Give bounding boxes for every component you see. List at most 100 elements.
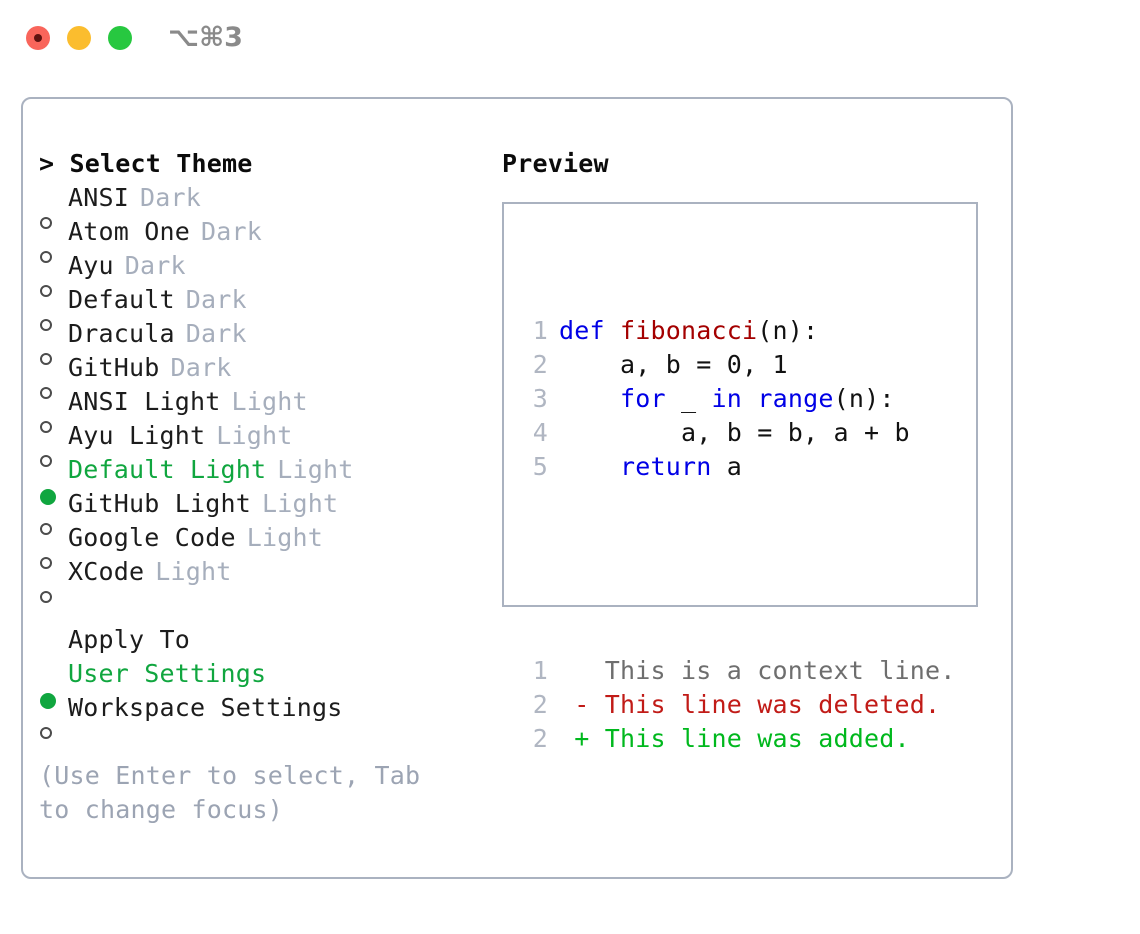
theme-name: ANSI	[68, 183, 130, 212]
syntax-keyword: return	[620, 452, 712, 481]
keyboard-hint: (Use Enter to select, Tab to change focu…	[39, 761, 421, 824]
theme-variant-badge: Light	[216, 421, 293, 450]
maximize-button[interactable]	[108, 26, 132, 50]
diff-text-deleted: - This line was deleted.	[559, 690, 941, 719]
radio-glyph	[40, 727, 52, 739]
diff-line: 2 + This line was added.	[518, 722, 956, 756]
syntax-plain: a, b = b, a + b	[559, 418, 910, 447]
theme-list-item[interactable]: GitHub Light Light	[39, 487, 499, 535]
code-text: def fibonacci(n):	[559, 314, 818, 348]
minimize-button[interactable]	[67, 26, 91, 50]
theme-variant-badge: Light	[262, 489, 339, 518]
code-text: a, b = 0, 1	[559, 348, 788, 382]
traffic-light-buttons	[26, 26, 132, 50]
apply-to-option[interactable]: Workspace Settings	[39, 691, 499, 739]
theme-name: Default	[68, 285, 175, 314]
radio-glyph	[40, 591, 52, 603]
theme-variant-badge: Light	[155, 557, 232, 586]
shortcut-label: ⌥⌘3	[168, 22, 243, 53]
code-line: 5 return a	[518, 450, 956, 484]
theme-name: XCode	[68, 557, 145, 586]
radio-glyph	[40, 523, 52, 535]
syntax-plain	[742, 384, 757, 413]
theme-list-item[interactable]: ANSI Dark	[39, 181, 499, 229]
theme-list-item[interactable]: XCode Light	[39, 555, 499, 603]
syntax-plain: a, b = 0, 1	[559, 350, 788, 379]
line-number: 3	[532, 384, 548, 413]
theme-variant-badge: Dark	[185, 285, 247, 314]
radio-glyph	[40, 251, 52, 263]
theme-variant-badge: Dark	[124, 251, 186, 280]
theme-list-item[interactable]: Default Dark	[39, 283, 499, 331]
list-spacer	[39, 589, 499, 623]
radio-glyph	[40, 455, 52, 467]
radio-glyph	[40, 387, 52, 399]
theme-variant-badge: Dark	[140, 183, 202, 212]
diff-text-context: This is a context line.	[559, 656, 956, 685]
apply-to-label: User Settings	[68, 659, 267, 688]
syntax-plain: _	[665, 384, 712, 413]
radio-glyph	[40, 285, 52, 297]
theme-variant-badge: Light	[231, 387, 308, 416]
line-number: 5	[532, 452, 548, 481]
theme-list-item[interactable]: Google Code Light	[39, 521, 499, 569]
close-button[interactable]	[26, 26, 50, 50]
syntax-plain: (n):	[833, 384, 895, 413]
theme-name: Atom One	[68, 217, 191, 246]
syntax-plain	[559, 384, 620, 413]
select-theme-header: > Select Theme	[39, 149, 253, 178]
radio-glyph	[40, 693, 56, 709]
diff-line: 1 This is a context line.	[518, 654, 956, 688]
theme-name: Ayu Light	[68, 421, 206, 450]
code-diff-gap	[518, 552, 956, 586]
apply-to-option[interactable]: User Settings	[39, 657, 499, 709]
line-number: 2	[532, 350, 548, 379]
code-line: 2 a, b = 0, 1	[518, 348, 956, 382]
line-number: 4	[532, 418, 548, 447]
radio-glyph	[40, 319, 52, 331]
apply-to-label: Workspace Settings	[68, 693, 343, 722]
code-text: for _ in range(n):	[559, 382, 895, 416]
theme-list-item[interactable]: Ayu Light Light	[39, 419, 499, 467]
code-text: return a	[559, 450, 742, 484]
title-bar: ⌥⌘3	[0, 0, 1140, 78]
syntax-plain: a	[711, 452, 743, 481]
line-number: 2	[532, 724, 548, 753]
diff-text-added: + This line was added.	[559, 724, 910, 753]
radio-glyph	[40, 557, 52, 569]
theme-variant-badge: Light	[277, 455, 354, 484]
theme-name: Google Code	[68, 523, 236, 552]
line-number: 1	[532, 316, 548, 345]
code-line: 3 for _ in range(n):	[518, 382, 956, 416]
syntax-plain: (n):	[757, 316, 819, 345]
theme-name: Ayu	[68, 251, 114, 280]
line-number: 1	[532, 656, 548, 685]
theme-variant-badge: Dark	[170, 353, 232, 382]
syntax-keyword: def	[559, 316, 621, 345]
theme-name: GitHub	[68, 353, 160, 382]
theme-name: Dracula	[68, 319, 175, 348]
theme-variant-badge: Dark	[201, 217, 263, 246]
theme-list-item[interactable]: Atom One Dark	[39, 215, 499, 263]
theme-list-item[interactable]: GitHub Dark	[39, 351, 499, 399]
preview-title: Preview	[502, 149, 609, 178]
radio-glyph	[40, 217, 52, 229]
theme-name: Default Light	[68, 455, 267, 484]
theme-name: GitHub Light	[68, 489, 252, 518]
theme-list-item[interactable]: Ayu Dark	[39, 249, 499, 297]
theme-list-item[interactable]: Default Light Light	[39, 453, 499, 505]
theme-variant-badge: Light	[246, 523, 324, 552]
diff-line: 2 - This line was deleted.	[518, 688, 956, 722]
radio-glyph	[40, 489, 56, 505]
